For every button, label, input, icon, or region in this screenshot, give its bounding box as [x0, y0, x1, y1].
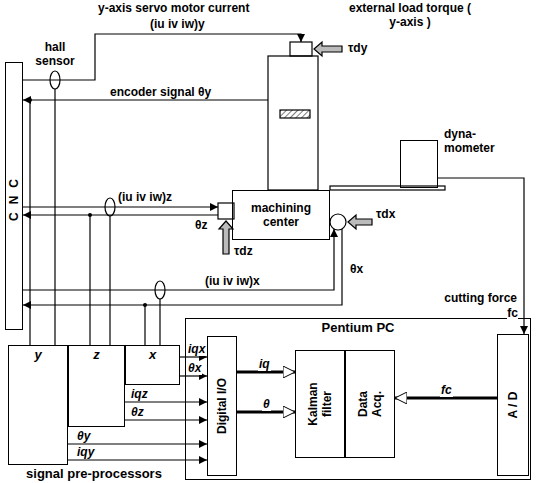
signal-label: τdz — [234, 244, 253, 258]
edge-label: θz — [130, 405, 145, 419]
signal-label: θx — [350, 262, 363, 276]
io-box: Digital I/O — [207, 336, 237, 476]
box-text: z — [69, 348, 124, 362]
encoder-wire — [23, 229, 342, 305]
sensor-wire — [54, 89, 55, 345]
signal-arrow — [438, 178, 524, 334]
encoder-branch — [89, 215, 90, 345]
box-text: A / D — [506, 392, 520, 419]
box-text: signal pre-processors — [8, 467, 180, 481]
sensor-wire — [159, 299, 160, 345]
edge-label: θx — [187, 361, 202, 375]
edge-label: iqy — [76, 445, 95, 459]
box-text: machining center — [233, 201, 329, 229]
signal-arrow — [68, 459, 207, 460]
dynamometer-box: dyna- mometer — [400, 140, 438, 188]
box-text: x — [126, 348, 179, 362]
junction-dot — [143, 303, 147, 307]
signal-label: fc — [507, 306, 518, 320]
signal-label: θz — [195, 218, 208, 232]
encoder-wire — [23, 99, 268, 100]
machine-table — [330, 186, 445, 190]
hall-sensor — [105, 198, 115, 216]
edge-label: θy — [76, 429, 91, 443]
edge-label: iqx — [187, 342, 206, 356]
signal-label: (iu iv iw)y — [150, 17, 205, 31]
encoder-branch — [29, 100, 30, 345]
encoder-branch — [144, 305, 145, 345]
y-servo-motor — [290, 42, 312, 56]
signal-label: τdx — [376, 207, 395, 221]
signal-arrow — [125, 401, 207, 402]
box-text: Data Acq. — [356, 379, 384, 429]
filter-box: Kalman filter — [295, 350, 345, 458]
junction-dot — [88, 213, 92, 217]
torque-arrow — [219, 221, 233, 254]
acquisition-box: Data Acq. — [345, 350, 395, 458]
box-text: dyna- mometer — [444, 127, 504, 155]
sensor-wire — [109, 216, 110, 345]
box-text: Digital I/O — [215, 378, 229, 434]
edge-label: θ — [262, 397, 271, 411]
computer-box: Pentium PC Digital I/O Kalman filter Data A… — [185, 318, 531, 480]
signal-label: hall sensor — [33, 40, 77, 68]
edge-label: iqz — [130, 387, 149, 401]
preprocessor-box: x — [125, 345, 180, 385]
junction-dot — [28, 98, 32, 102]
spindle-head — [280, 110, 310, 118]
signal-label: (iu iv iw)x — [205, 274, 260, 288]
controller-box: CNC — [5, 62, 23, 330]
current-wire — [23, 206, 218, 207]
torque-arrow — [314, 42, 342, 56]
preprocessor-box: y — [8, 345, 68, 465]
preprocessor-box: z — [68, 345, 125, 427]
signal-arrow — [125, 419, 207, 420]
hall-sensor — [50, 71, 60, 89]
edge-label: cutting force — [443, 291, 518, 305]
machine-box: machining center — [232, 190, 330, 240]
edge-label: fc — [440, 383, 453, 397]
signal-label: (iu iv iw)z — [118, 190, 172, 204]
signal-label: encoder signal θy — [110, 85, 211, 99]
box-text: CNC — [7, 171, 21, 221]
x-servo-motor — [330, 214, 346, 230]
current-wire — [23, 34, 301, 80]
signal-label: y-axis servo motor current — [98, 1, 249, 15]
machine-column — [268, 56, 318, 190]
signal-label: τdy — [348, 41, 367, 55]
box-text: Pentium PC — [186, 321, 530, 335]
signal-label: external load torque ( y-axis ) — [345, 1, 475, 29]
box-text: Kalman filter — [306, 373, 334, 435]
current-wire — [23, 229, 334, 290]
encoder-wire — [23, 214, 218, 215]
box-text: y — [9, 348, 67, 362]
edge-label: iq — [258, 357, 271, 371]
converter-box: A / D — [497, 334, 529, 476]
torque-arrow — [348, 215, 372, 229]
hall-sensor — [155, 281, 165, 299]
